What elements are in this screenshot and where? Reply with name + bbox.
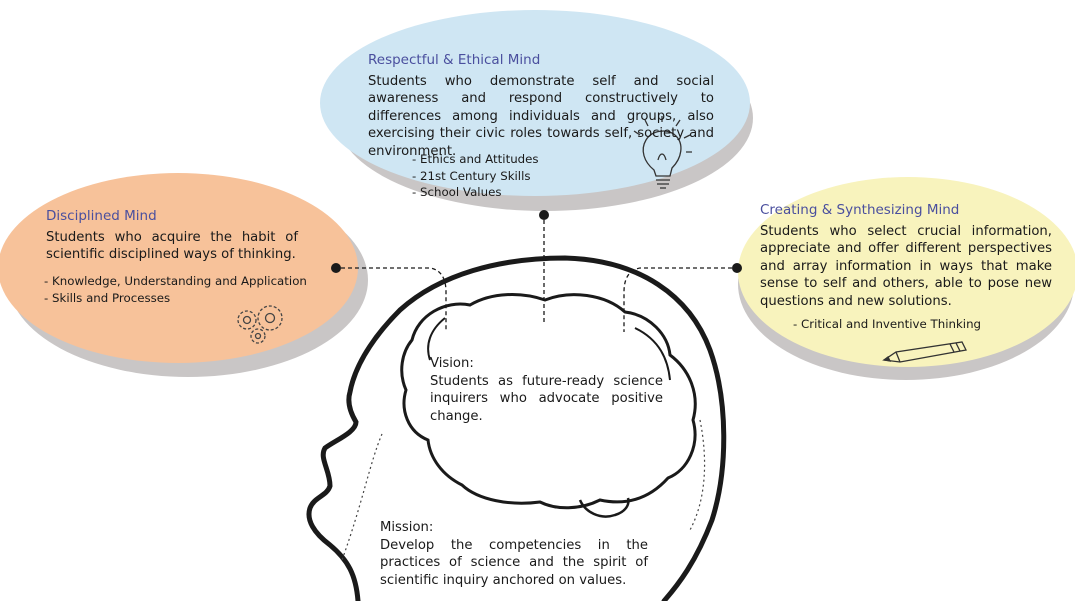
disciplined-description: Students who acquire the habit of scient… [46,229,298,263]
respectful-title: Respectful & Ethical Mind [368,52,541,68]
respectful-text-block: Respectful & Ethical Mind Students who d… [368,52,714,160]
head-dotted-line-right [689,419,706,531]
respectful-point: Ethics and Attitudes [412,151,612,168]
connector-dot-left [331,263,341,273]
disciplined-text-block: Disciplined Mind Students who acquire th… [46,208,298,264]
respectful-point: 21st Century Skills [412,168,612,185]
brain-fold-2 [427,317,446,361]
vision-text: Students as future-ready science inquire… [430,373,663,424]
connector-line-right [623,267,732,332]
head-outline [306,255,727,601]
brain-fold-1 [634,327,671,381]
connector-line-left [341,267,447,332]
disciplined-ellipse [0,173,358,363]
creating-description: Students who select crucial information,… [760,223,1052,309]
disciplined-points: Knowledge, Understanding and Application… [44,273,324,306]
respectful-description: Students who demonstrate self and social… [368,73,714,159]
lightbulb-icon [633,116,692,189]
gears-icon [237,305,283,344]
mission-title: Mission: [380,520,434,535]
creating-text-block: Creating & Synthesizing Mind Students wh… [760,202,1052,310]
respectful-point: School Values [412,184,612,201]
connector-dot-top [539,210,549,220]
disciplined-point: Skills and Processes [44,290,324,307]
pencil-icon [882,341,967,363]
vision-block: Vision: Students as future-ready science… [430,355,663,425]
disciplined-point: Knowledge, Understanding and Application [44,273,324,290]
disciplined-title: Disciplined Mind [46,208,157,224]
mission-text: Develop the competencies in the practice… [380,537,648,588]
head-dotted-line-left [341,433,383,561]
creating-point: Critical and Inventive Thinking [793,316,1013,333]
creating-points: Critical and Inventive Thinking [793,316,1013,333]
brain-outline [400,293,697,510]
respectful-points: Ethics and Attitudes 21st Century Skills… [412,151,612,201]
creating-title: Creating & Synthesizing Mind [760,202,960,218]
respectful-ellipse [320,10,750,196]
brain-stem [578,497,630,518]
vision-title: Vision: [430,356,474,371]
mission-block: Mission: Develop the competencies in the… [380,519,648,589]
connector-dot-right [732,263,742,273]
